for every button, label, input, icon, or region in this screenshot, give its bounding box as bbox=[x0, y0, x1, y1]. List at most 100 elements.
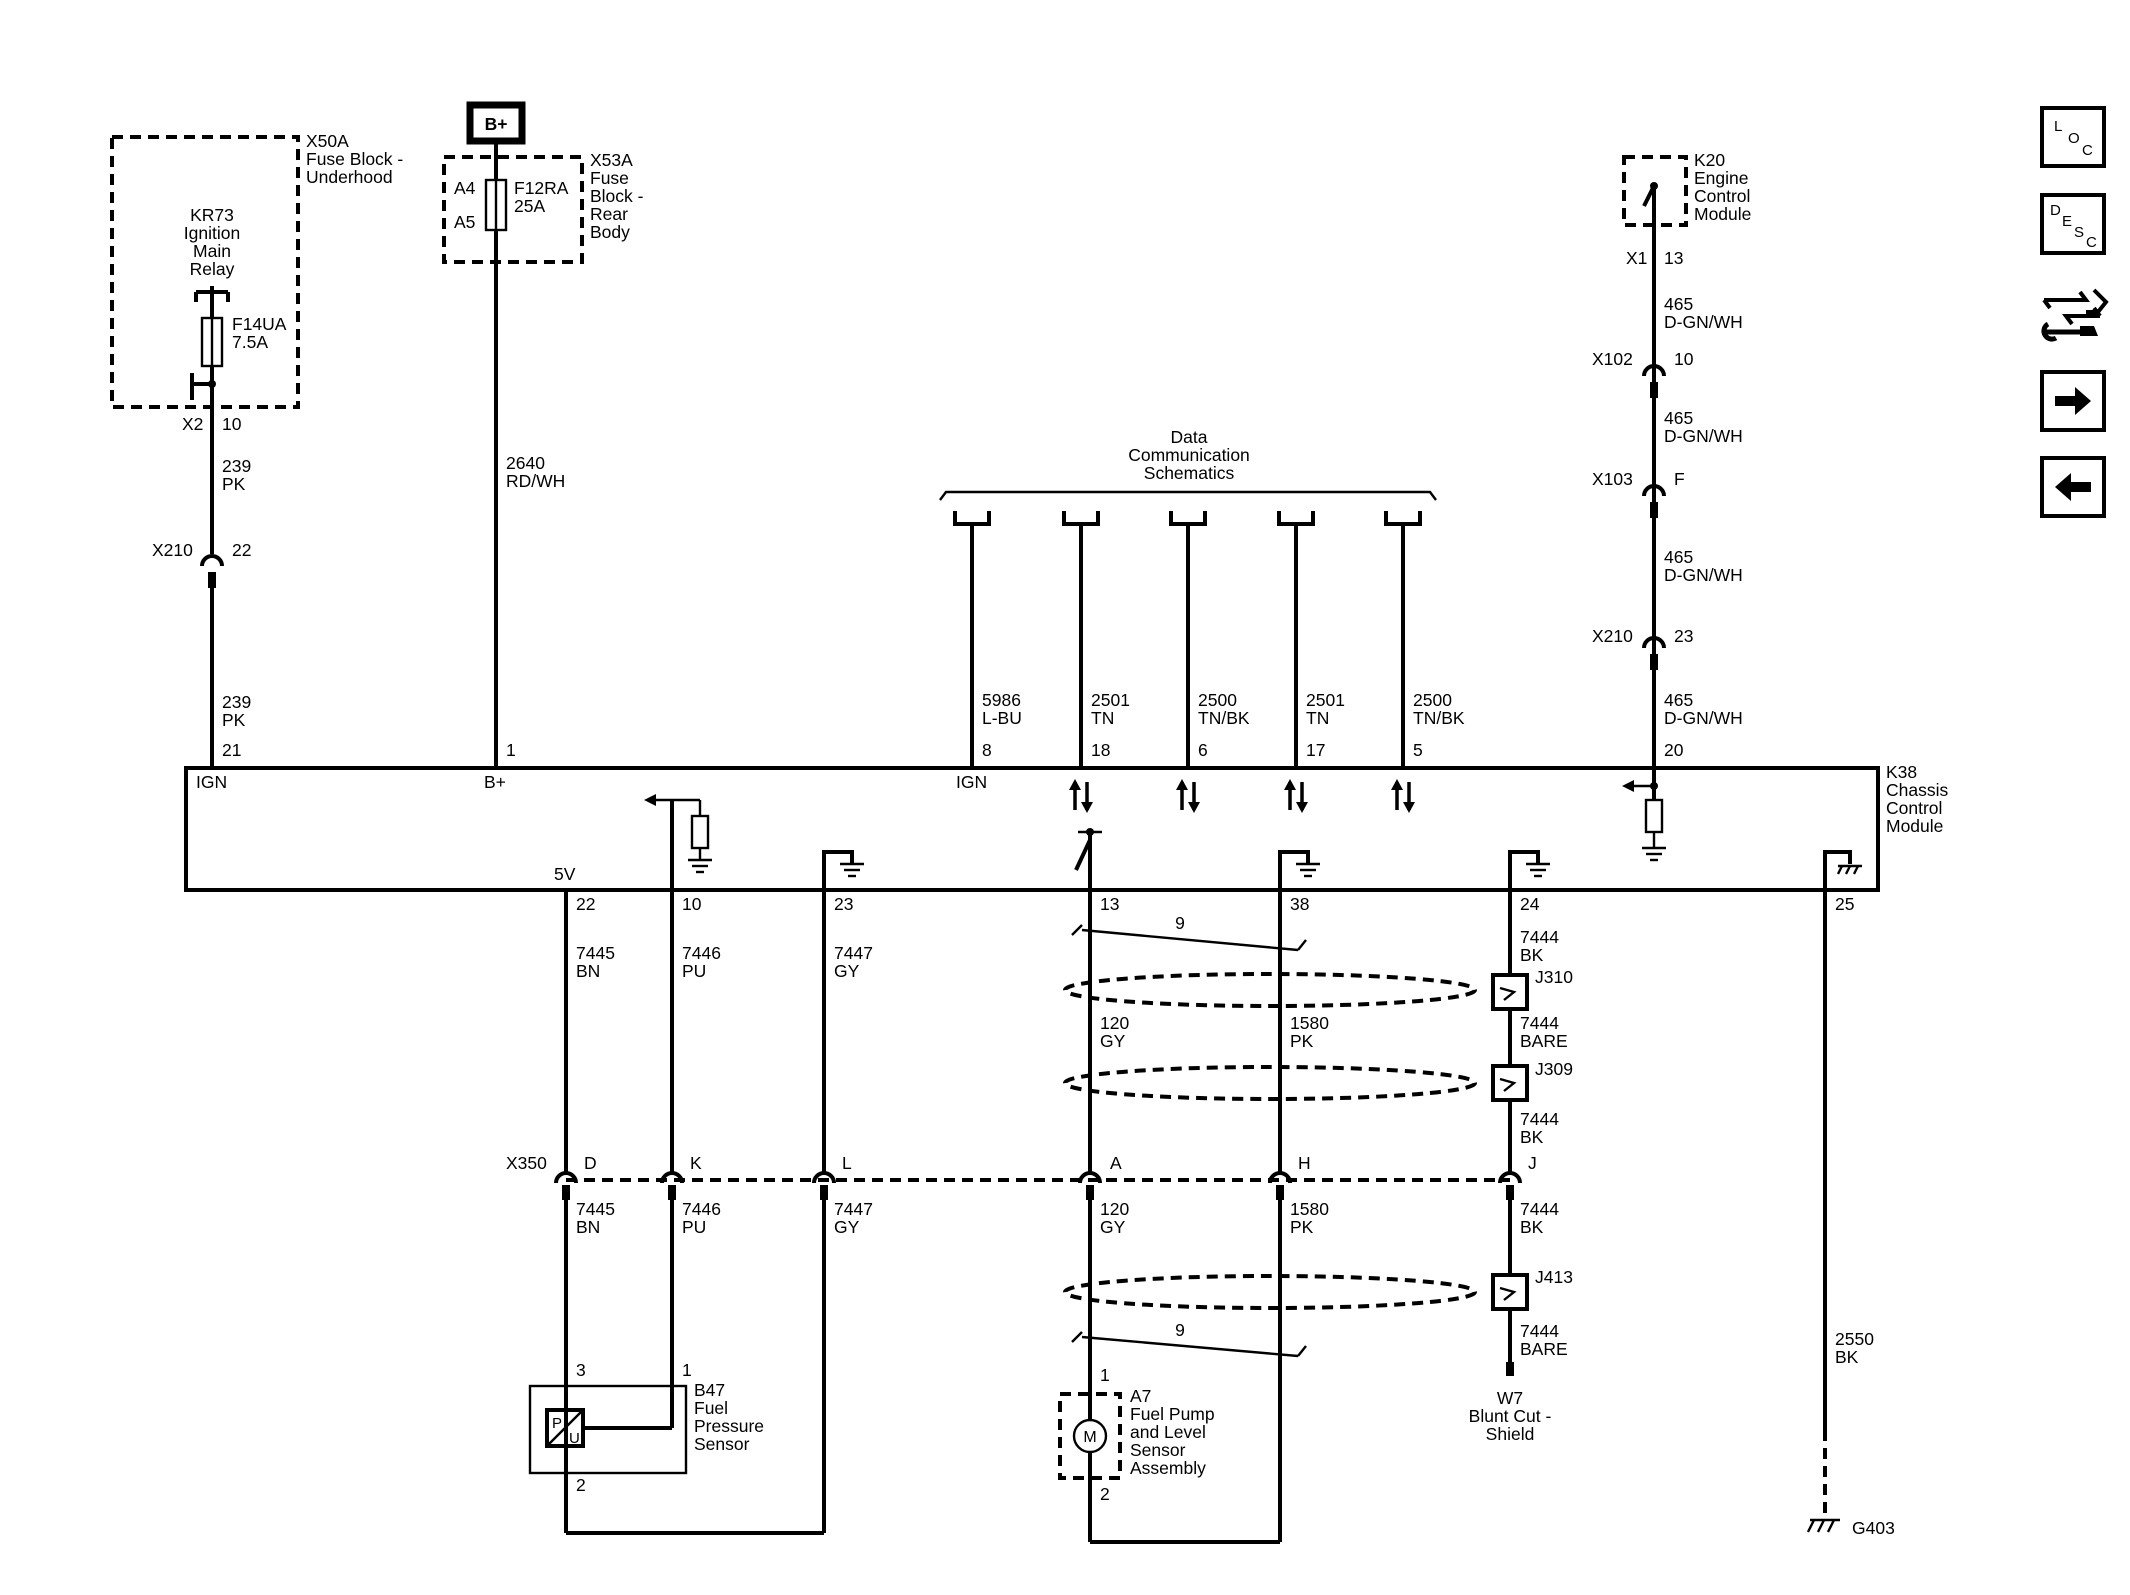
x350-pin-h: H bbox=[1298, 1153, 1311, 1173]
shield-ellipse-j413: J413 bbox=[1063, 1267, 1573, 1311]
b47-glyph-u: U bbox=[569, 1430, 580, 1447]
x103-connector-icon bbox=[1642, 484, 1666, 518]
b47-pin-2: 2 bbox=[576, 1475, 586, 1495]
x210-left-pin-label: 22 bbox=[232, 540, 251, 560]
wire-465-2-color: D-GN/WH bbox=[1664, 426, 1743, 446]
wire-2500-a-color: TN/BK bbox=[1198, 708, 1250, 728]
k38-pin-6: 6 bbox=[1198, 740, 1208, 760]
wire-465-1-circuit: 465 bbox=[1664, 294, 1693, 314]
wire-239-upper-color: PK bbox=[222, 474, 246, 494]
b47-label-1: B47 bbox=[694, 1380, 725, 1400]
connector-wrench-icon bbox=[2041, 288, 2109, 342]
wire-7447-top-circuit: 7447 bbox=[834, 943, 873, 963]
twist-count-bottom: 9 bbox=[1175, 1320, 1185, 1340]
wire-120-bot-circuit: 120 bbox=[1100, 1199, 1129, 1219]
x350-connector-label: X350 bbox=[506, 1153, 547, 1173]
g403-ground-icon bbox=[1806, 1518, 1840, 1533]
b47-fuel-pressure-sensor: P U 3 1 2 B47 Fuel Pressure Sensor bbox=[528, 1360, 764, 1533]
wire-239-lower-color: PK bbox=[222, 710, 246, 730]
x53a-fuse-block: X53A Fuse Block - Rear Body A4 A5 F12RA … bbox=[442, 150, 644, 264]
x50a-label-1: Fuse Block - bbox=[306, 149, 403, 169]
wire-7444-a-circuit: 7444 bbox=[1520, 927, 1559, 947]
k38-pin-1: 1 bbox=[506, 740, 516, 760]
wire-7446-bot-color: PU bbox=[682, 1217, 706, 1237]
wire-2501-b-circuit: 2501 bbox=[1306, 690, 1345, 710]
wire-2640-color: RD/WH bbox=[506, 471, 565, 491]
wire-2550-circuit: 2550 bbox=[1835, 1329, 1874, 1349]
b47-pin-1: 1 bbox=[682, 1360, 692, 1380]
k38-pin-23: 23 bbox=[834, 894, 853, 914]
wire-7444-c-circuit: 7444 bbox=[1520, 1109, 1559, 1129]
x103-connector-label: X103 bbox=[1592, 469, 1633, 489]
x210-right-connector-icon bbox=[1642, 636, 1666, 670]
wire-465-3-color: D-GN/WH bbox=[1664, 565, 1743, 585]
k38-pin-20: 20 bbox=[1664, 740, 1684, 760]
wire-2640-circuit: 2640 bbox=[506, 453, 545, 473]
x53a-label-3: Rear bbox=[590, 204, 628, 224]
a7-label-3: and Level bbox=[1130, 1422, 1206, 1442]
loc-letter-c: C bbox=[2082, 142, 2093, 159]
connector-end-view-button[interactable] bbox=[2036, 278, 2110, 348]
data-bidirectional-arrow-icons bbox=[1069, 779, 1415, 813]
dcs-label-2: Communication bbox=[1128, 445, 1250, 465]
k38-pin-8: 8 bbox=[982, 740, 992, 760]
k38-label-1: K38 bbox=[1886, 762, 1917, 782]
x53a-label-1: Fuse bbox=[590, 168, 629, 188]
x102-pin-label: 10 bbox=[1674, 349, 1694, 369]
a7-label-4: Sensor bbox=[1130, 1440, 1186, 1460]
wire-120-bot-color: GY bbox=[1100, 1217, 1126, 1237]
wire-7445-top-color: BN bbox=[576, 961, 600, 981]
arrow-right-icon bbox=[2055, 387, 2091, 415]
wire-7444-a-color: BK bbox=[1520, 945, 1544, 965]
battery-source: B+ bbox=[466, 101, 526, 145]
kr73-label-4: Relay bbox=[190, 259, 235, 279]
k38-ign-mid-label: IGN bbox=[956, 772, 987, 792]
next-page-button[interactable] bbox=[2040, 370, 2106, 432]
a7-label-2: Fuel Pump bbox=[1130, 1404, 1215, 1424]
kr73-relay-contact-icon bbox=[194, 286, 230, 318]
wire-465-4-circuit: 465 bbox=[1664, 690, 1693, 710]
k38-chassis-control-module: K38 Chassis Control Module bbox=[184, 762, 1948, 892]
x210-right-connector-label: X210 bbox=[1592, 626, 1633, 646]
kr73-label-3: Main bbox=[193, 241, 231, 261]
description-button[interactable]: D E S C bbox=[2040, 193, 2106, 255]
x210-left-connector-label: X210 bbox=[152, 540, 193, 560]
wire-5986-circuit: 5986 bbox=[982, 690, 1021, 710]
wire-7444-b-color: BARE bbox=[1520, 1031, 1568, 1051]
wire-2501-a-color: TN bbox=[1091, 708, 1114, 728]
wire-7444-b-circuit: 7444 bbox=[1520, 1013, 1559, 1033]
k38-label-4: Module bbox=[1886, 816, 1943, 836]
loc-letter-o: O bbox=[2068, 130, 2080, 147]
twisted-pair-marker-top: 9 bbox=[1071, 913, 1307, 952]
previous-page-button[interactable] bbox=[2040, 456, 2106, 518]
k38-label-3: Control bbox=[1886, 798, 1942, 818]
wire-465-1-color: D-GN/WH bbox=[1664, 312, 1743, 332]
x53a-label-2: Block - bbox=[590, 186, 644, 206]
dcs-connector-icons bbox=[953, 511, 1422, 526]
wire-239-upper-circuit: 239 bbox=[222, 456, 251, 476]
k38-bplus-label: B+ bbox=[484, 772, 506, 792]
wire-2550-color: BK bbox=[1835, 1347, 1859, 1367]
wire-7446-bot-circuit: 7446 bbox=[682, 1199, 721, 1219]
twisted-pair-marker-bottom: 9 bbox=[1071, 1320, 1307, 1358]
x53a-pin-a5: A5 bbox=[454, 212, 475, 232]
x210-right-pin-label: 23 bbox=[1674, 626, 1693, 646]
k20-engine-control-module: K20 Engine Control Module bbox=[1622, 150, 1751, 227]
location-button[interactable]: L O C bbox=[2040, 106, 2106, 168]
loc-letter-l: L bbox=[2054, 118, 2063, 135]
k38-pressure-signal-resistor-icon bbox=[644, 794, 712, 890]
x350-connector-icons bbox=[554, 1171, 1522, 1200]
k38-pin-17: 17 bbox=[1306, 740, 1325, 760]
bplus-source-label: B+ bbox=[485, 114, 508, 134]
twist-count-top: 9 bbox=[1175, 913, 1185, 933]
k38-ign-left-label: IGN bbox=[196, 772, 227, 792]
b47-glyph-p: P bbox=[552, 1415, 562, 1432]
wire-2500-a-circuit: 2500 bbox=[1198, 690, 1237, 710]
wire-7444-e-circuit: 7444 bbox=[1520, 1321, 1559, 1341]
arrow-left-icon bbox=[2055, 473, 2091, 501]
wire-2500-b-color: TN/BK bbox=[1413, 708, 1465, 728]
k20-label-2: Engine bbox=[1694, 168, 1749, 188]
dcs-label-1: Data bbox=[1171, 427, 1208, 447]
x102-connector-label: X102 bbox=[1592, 349, 1633, 369]
wire-7445-bot-circuit: 7445 bbox=[576, 1199, 615, 1219]
